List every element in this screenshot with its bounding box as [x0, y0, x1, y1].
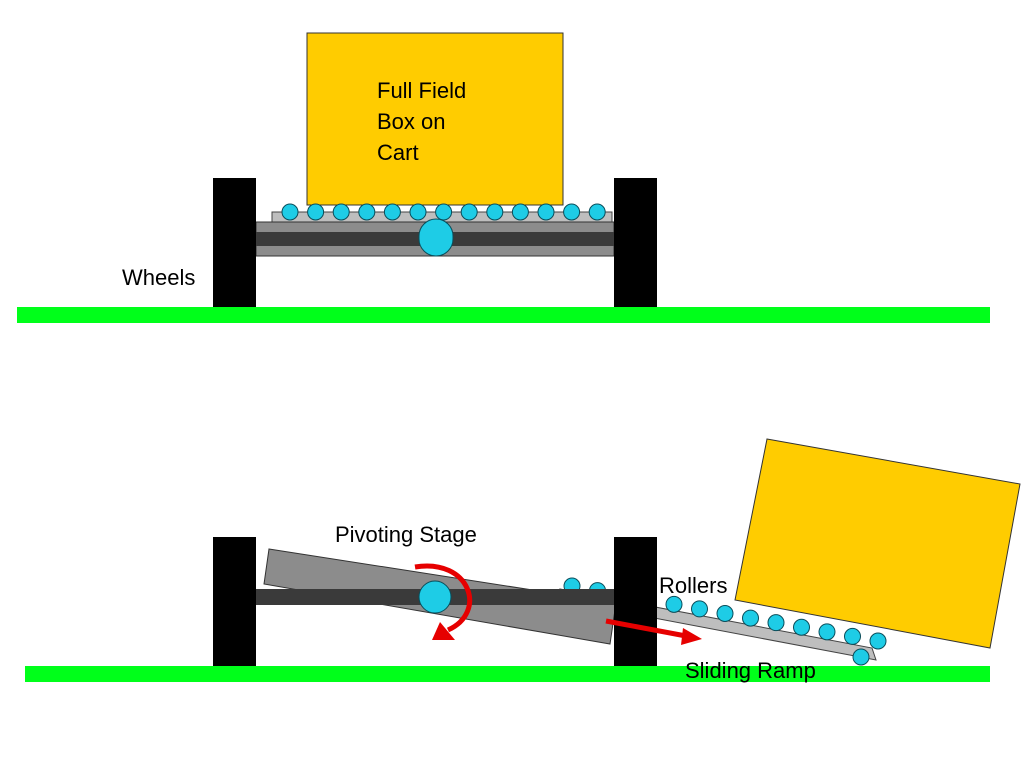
roller [665, 595, 683, 613]
pivot-joint-top [418, 218, 454, 257]
bottom-panel: Pivoting Stage Rollers Sliding Ramp [25, 438, 1021, 683]
top-panel: Full Field Box on Cart Wheels [17, 32, 990, 323]
sliding-box [734, 438, 1021, 649]
box-label-line2: Box on [377, 109, 446, 134]
roller [691, 600, 708, 618]
roller [460, 203, 478, 221]
box-label-line3: Cart [377, 140, 419, 165]
rollers-label: Rollers [659, 573, 727, 598]
roller [588, 203, 606, 221]
wheel-right-top [614, 178, 657, 307]
pivoting-stage-label: Pivoting Stage [335, 522, 477, 547]
roller [332, 203, 350, 221]
roller [511, 203, 529, 221]
roller [852, 648, 870, 666]
wheel-left-top [213, 178, 256, 307]
curved-rotation-arrow-icon [414, 563, 473, 640]
wheel-left-bottom [213, 537, 256, 666]
roller [716, 605, 734, 622]
roller [537, 203, 555, 221]
roller [358, 203, 376, 221]
roller [435, 203, 453, 221]
pivot-joint-bottom [418, 580, 452, 614]
ground-strip-top [17, 307, 990, 323]
roller [383, 203, 401, 221]
roller [486, 203, 504, 221]
roller [818, 623, 836, 641]
roller [793, 618, 810, 636]
box-label-line1: Full Field [377, 78, 466, 103]
full-field-box [306, 32, 564, 206]
roller [409, 203, 427, 221]
slide-direction-arrow-icon [605, 618, 702, 645]
roller [767, 614, 785, 632]
ground-strip-bottom [25, 666, 990, 682]
roller [869, 632, 887, 650]
roller [281, 203, 299, 221]
sliding-ramp-label: Sliding Ramp [685, 658, 816, 683]
roller [307, 203, 325, 221]
roller [844, 627, 861, 645]
wheel-right-bottom [614, 537, 657, 666]
roller-row-top [281, 203, 606, 221]
wheels-label: Wheels [122, 265, 195, 290]
roller [742, 609, 759, 627]
roller [563, 203, 581, 221]
